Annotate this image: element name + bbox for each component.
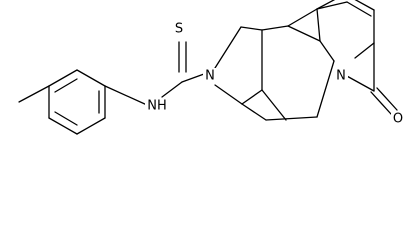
thioamide-nitrogen-label: N — [205, 69, 215, 84]
thiocarbonyl-bond — [178, 41, 187, 73]
pyridone-nitrogen-label: N — [336, 69, 346, 84]
sulfur-atom-label: S — [175, 22, 183, 37]
aryl-nh-bond — [104, 85, 148, 106]
bicyclic-cage — [214, 8, 321, 121]
molecule-structure: S N NH N O — [18, 0, 405, 135]
nh-carbon-bond — [161, 81, 183, 98]
carbonyl-bond — [370, 87, 398, 115]
tolyl-ring — [48, 69, 106, 135]
oxygen-atom-label: O — [393, 112, 403, 127]
amine-nh-label: NH — [147, 99, 167, 114]
methyl-bond — [18, 85, 50, 103]
carbon-n-bond — [181, 73, 205, 83]
pyridone-ring — [316, 0, 375, 118]
